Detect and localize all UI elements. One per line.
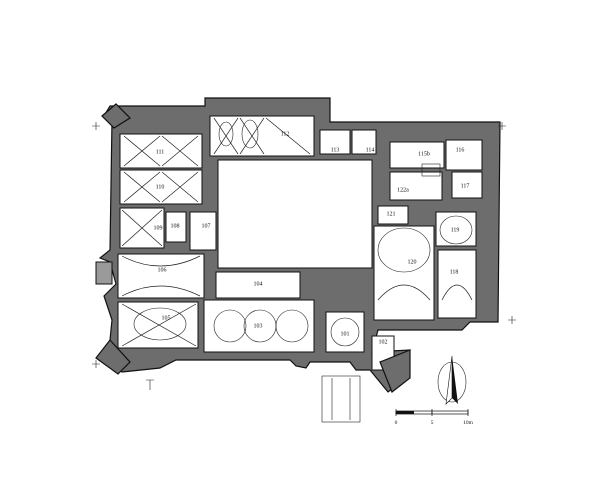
- room-108: [165, 211, 187, 243]
- room-112: [209, 115, 315, 157]
- central-courtyard: [217, 159, 373, 269]
- room-labels: 112 113 114 115b 116 117 111 110 122a 10…: [154, 131, 470, 345]
- label-room-121: 121: [387, 211, 396, 217]
- label-room-110: 110: [156, 184, 165, 190]
- room-119: [435, 211, 477, 247]
- tower-se: [379, 349, 411, 393]
- room-122a: [389, 171, 443, 201]
- room-103: [203, 299, 315, 353]
- room-121: [377, 205, 409, 225]
- east-range: [373, 205, 477, 321]
- room-114: [351, 129, 377, 155]
- label-room-119: 119: [451, 227, 460, 233]
- room-110: [119, 169, 203, 205]
- scale-label-5: 5: [431, 420, 434, 426]
- label-room-117: 117: [461, 183, 470, 189]
- scale-label-10m: 10m: [463, 420, 474, 426]
- room-106: [117, 253, 205, 299]
- label-room-114: 114: [366, 147, 375, 153]
- label-room-102: 102: [379, 339, 388, 345]
- room-117: [451, 171, 483, 199]
- label-room-108: 108: [171, 223, 180, 229]
- room-116: [445, 139, 483, 171]
- room-118: [437, 249, 477, 319]
- label-room-116: 116: [456, 147, 465, 153]
- label-room-113: 113: [331, 147, 340, 153]
- label-room-122a: 122a: [397, 187, 409, 193]
- north-range: [209, 115, 483, 201]
- room-101: [325, 311, 365, 353]
- west-range: [117, 133, 217, 349]
- label-room-103: 103: [254, 323, 263, 329]
- entrance-passage: [321, 375, 361, 423]
- label-room-118: 118: [450, 269, 459, 275]
- label-room-120: 120: [408, 259, 417, 265]
- room-120: [373, 225, 435, 321]
- scale-bar: 0 5 10m: [395, 409, 474, 426]
- grid-marks: [92, 122, 516, 390]
- label-room-107: 107: [202, 223, 211, 229]
- room-113: [319, 129, 351, 155]
- buttress-west: [95, 261, 113, 285]
- label-room-104: 104: [254, 281, 263, 287]
- room-107: [189, 211, 217, 251]
- room-111: [119, 133, 203, 169]
- tower-nw: [101, 103, 131, 129]
- north-arrow-icon: [437, 355, 467, 405]
- label-room-109: 109: [154, 225, 163, 231]
- label-room-105: 105: [162, 315, 171, 321]
- scale-label-0: 0: [395, 420, 398, 426]
- label-room-101: 101: [341, 331, 350, 337]
- label-room-111: 111: [156, 149, 165, 155]
- label-room-112: 112: [281, 131, 290, 137]
- room-115b: [389, 141, 445, 169]
- tower-sw: [95, 339, 131, 375]
- label-room-115b: 115b: [418, 151, 430, 157]
- label-room-106: 106: [158, 267, 167, 273]
- room-104: [215, 271, 301, 299]
